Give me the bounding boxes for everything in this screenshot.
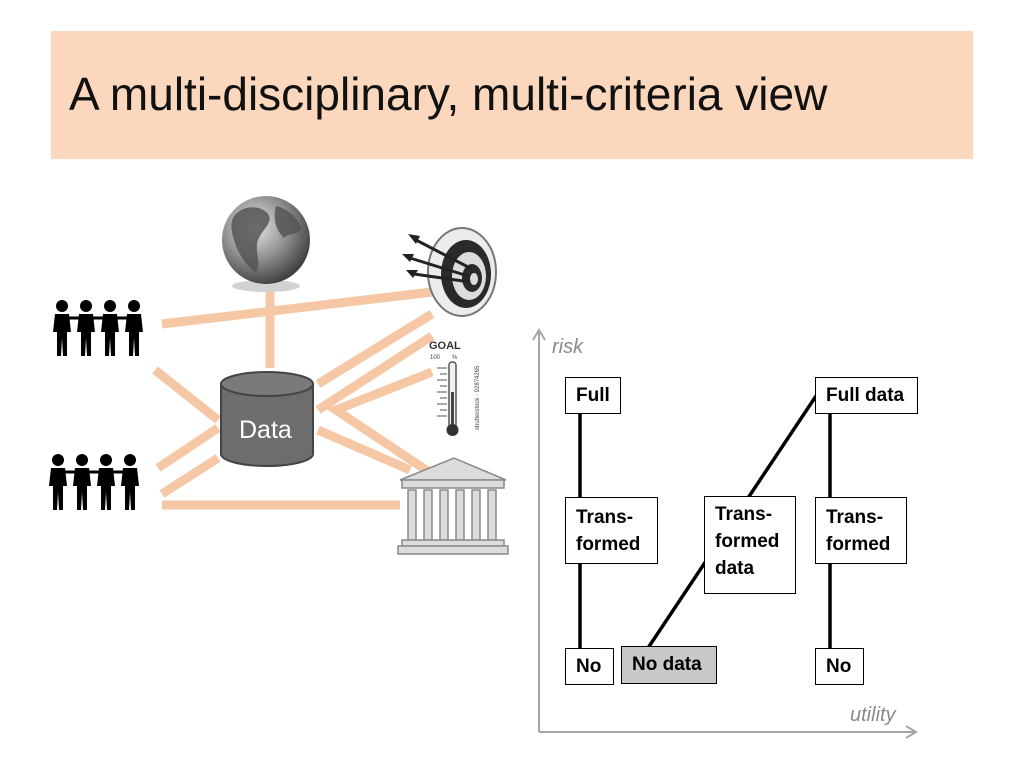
connector-people-data [152,366,221,424]
box-transformed-right: Trans- formed [815,497,907,564]
box-full-label: Full [576,385,610,406]
database-cylinder-icon [220,371,314,467]
page-title: A multi-disciplinary, multi-criteria vie… [69,68,828,120]
goal-thermometer-icon [437,361,459,436]
people-group-icon-bottom [49,454,139,510]
box-transformed-left: Trans- formed [565,497,658,564]
data-label: Data [239,416,292,444]
box-transformed-data: Trans- formed data [704,496,796,594]
connector-lines [152,287,435,510]
title-bar: A multi-disciplinary, multi-criteria vie… [51,31,973,159]
box-no-left: No [565,648,614,685]
connector-data-target [315,310,435,388]
connector-data-thermometer [315,332,435,414]
risk-utility-axes [532,328,918,739]
box-no-data-label: No data [632,654,702,675]
connector-people2-data-b [159,454,221,498]
connector-people2-data [155,424,221,472]
stock-watermark: shutterstock · 92874265 [475,365,481,430]
box-transformed-right-label: Trans- formed [826,507,891,555]
box-transformed-data-label: Trans- formed data [715,504,780,579]
goal-scale-max: 100 [430,355,441,361]
institution-building-icon [397,457,509,555]
globe-icon [222,196,310,292]
y-axis-label: risk [552,336,584,358]
box-no-data: No data [621,646,717,684]
connector-data-building [316,425,412,475]
box-transformed-left-label: Trans- formed [576,507,641,555]
goal-scale-unit: % [452,355,458,361]
connector-thermometer-building [326,367,435,478]
box-full-data: Full data [815,377,918,414]
box-no-right-label: No [826,656,852,677]
people-group-icon-top [53,300,143,356]
box-no-right: No [815,648,864,685]
goal-label: GOAL [429,340,461,352]
box-full: Full [565,377,621,414]
connector-people-target [161,287,433,329]
box-full-data-label: Full data [826,385,905,406]
target-with-darts-icon [402,227,497,317]
box-no-left-label: No [576,656,602,677]
x-axis-label: utility [850,704,896,726]
